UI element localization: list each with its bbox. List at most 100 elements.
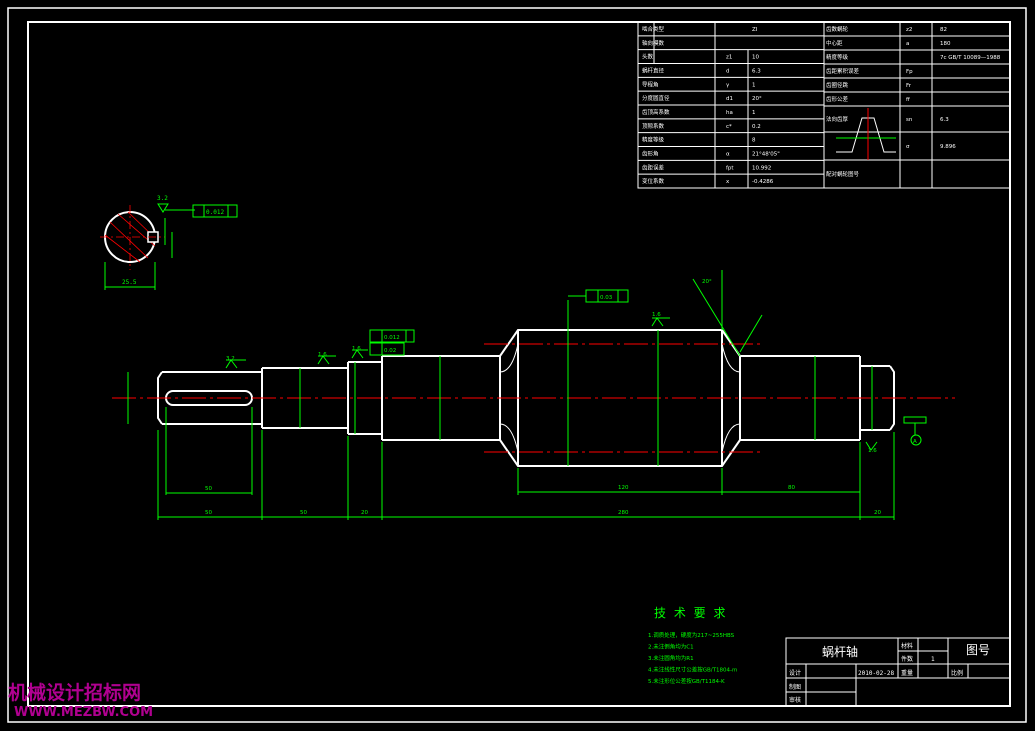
tech-req-item: 1.调质处理，硬度为217~255HBS (648, 631, 735, 639)
param-symbol: sn (906, 117, 913, 123)
param-value: 10 (752, 55, 759, 61)
dimension-texts: 50 50 20 280 20 120 80 50 0.03 0.012 0.02 20° 1.6 1.6… (205, 279, 917, 516)
param-name: 啮合类型 (642, 25, 665, 33)
dim-d7: 80 (788, 485, 795, 491)
tech-req-item: 4.未注线性尺寸公差按GB/T1804-m (648, 666, 737, 674)
watermark-title: 机械设计招标网 (8, 681, 141, 704)
param-value: ZI (752, 27, 758, 33)
dim-d2: 50 (300, 510, 307, 516)
shaft-root-lines (499, 343, 741, 453)
param-name: 头数 (642, 53, 654, 61)
scale-label: 比例 (951, 669, 963, 677)
tech-req-item: 3.未注圆角均为R1 (648, 654, 694, 662)
param-value: 10.992 (752, 165, 771, 171)
param-value: 180 (940, 41, 951, 47)
param-name: 齿距累积误差 (826, 67, 860, 75)
tech-req-title: 技 术 要 求 (654, 606, 727, 620)
outer-border (7, 7, 1027, 723)
param-name: 中心距 (826, 39, 843, 47)
dim-tol_cyl: 0.03 (600, 295, 613, 301)
dim-d8: 50 (205, 486, 212, 492)
param-value: 7c GB/T 10089—1988 (940, 55, 1001, 61)
param-value: 1 (752, 82, 756, 88)
watermark-url: WWW.MEZBW.COM (14, 705, 153, 720)
param-name: 分度圆直径 (642, 94, 670, 102)
param-symbol: a (906, 41, 909, 47)
param-value: 9.896 (940, 144, 956, 150)
param-name: 顶隙系数 (642, 122, 665, 130)
tech-req-item: 2.未注倒角均为C1 (648, 643, 694, 651)
param-symbol: d (726, 68, 730, 74)
param-symbol: Fp (906, 69, 913, 75)
section-width-dim: 25.5 (122, 279, 137, 286)
param-symbol: σ (906, 144, 910, 150)
param-name: 法向齿厚 (826, 115, 849, 123)
param-name: 导程角 (642, 80, 659, 88)
quantity-label: 件数 (901, 655, 913, 663)
dim-rough5: 1.6 (868, 448, 877, 454)
check-label: 审核 (789, 696, 801, 704)
dim-d4: 280 (618, 510, 629, 516)
param-name: 齿距误差 (642, 163, 665, 171)
dim-angle: 20° (702, 279, 712, 285)
date-value: 2010-02-28 (858, 670, 895, 677)
quantity-value: 1 (931, 656, 935, 663)
param-symbol: α (726, 151, 730, 157)
param-symbol: c* (726, 124, 732, 130)
param-symbol: x (726, 179, 730, 185)
param-symbol: γ (726, 82, 730, 88)
dimension-lines (127, 270, 927, 520)
dim-rough2: 1.6 (652, 312, 661, 318)
tooth-profile-sketch (836, 108, 896, 160)
param-symbol: z2 (906, 27, 912, 33)
param-name: 齿形角 (642, 149, 659, 157)
dim-tol_runout: 0.02 (384, 348, 396, 354)
param-value: 6.3 (752, 68, 761, 74)
dim-d6: 120 (618, 485, 629, 491)
param-value: 6.3 (940, 117, 949, 123)
param-value: -0.4286 (752, 179, 774, 185)
param-value: 21°48'05" (752, 151, 780, 157)
param-value: 20° (752, 96, 762, 102)
dim-rough1: 3.2 (226, 356, 235, 362)
param-name: 变位系数 (642, 177, 665, 185)
dim-tol_runout2: 0.012 (384, 335, 400, 341)
param-name: 精度等级 (642, 136, 665, 144)
param-symbol: fpt (726, 165, 734, 171)
param-name: 精度等级 (826, 53, 849, 61)
dim-d5: 20 (874, 510, 881, 516)
drawn-label: 制图 (789, 683, 801, 691)
param-name: 齿圈径跳 (826, 81, 849, 89)
section-tol-value: 0.012 (206, 209, 224, 216)
param-value: 82 (940, 27, 947, 33)
tech-req-list: 1.调质处理，硬度为217~255HBS 2.未注倒角均为C1 3.未注圆角均为R1… (648, 631, 737, 685)
param-name: 齿形公差 (826, 95, 849, 103)
param-name: 配对蜗轮图号 (826, 170, 860, 178)
param-value: 0.2 (752, 124, 761, 130)
material-label: 材料 (901, 642, 913, 650)
dim-d3: 20 (361, 510, 368, 516)
dim-d1: 50 (205, 510, 212, 516)
title-block (785, 637, 1011, 707)
param-symbol: ff (906, 97, 910, 103)
weight-label: 重量 (901, 669, 913, 677)
part-name: 蜗杆轴 (822, 644, 858, 659)
keyway-section-view (100, 203, 238, 290)
param-name: 轴向模数 (642, 39, 665, 47)
dim-rough4: 1.6 (352, 346, 361, 352)
tech-req-item: 5.未注形位公差按GB/T1184-K (648, 677, 725, 685)
dim-datum: A (913, 439, 917, 445)
design-label: 设计 (789, 669, 801, 677)
param-name: 蜗杆直径 (642, 66, 665, 74)
param-symbol: ha (726, 110, 733, 116)
section-rough: 3.2 (157, 195, 168, 202)
param-value: 1 (752, 110, 756, 116)
param-symbol: z1 (726, 55, 732, 61)
drawing-no-label: 图号 (966, 643, 990, 657)
dim-rough3: 1.6 (318, 352, 327, 358)
param-symbol: Fr (906, 83, 912, 89)
